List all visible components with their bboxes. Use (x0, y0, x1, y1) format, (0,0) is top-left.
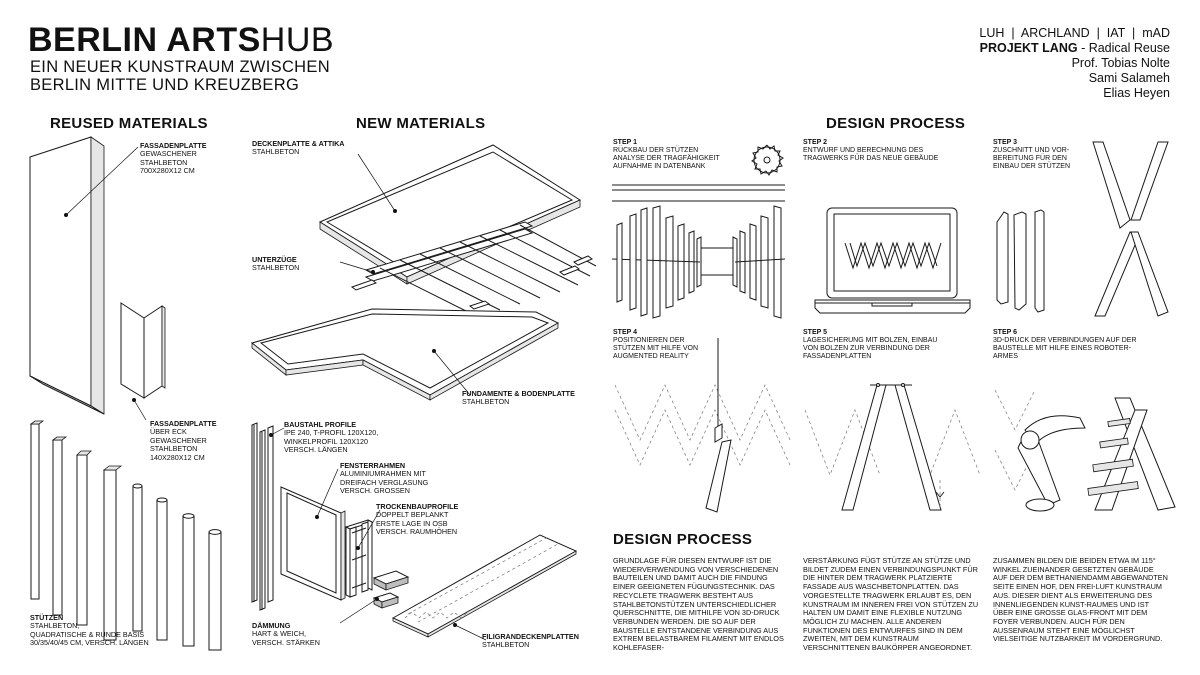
facade-panel-large (29, 136, 105, 415)
subtitle-line-1: EIN NEUER KUNSTRAUM ZWISCHEN (30, 58, 330, 76)
step-6-illustration (994, 389, 1176, 512)
steel-profiles (251, 422, 274, 611)
window-frame (280, 486, 346, 601)
leader-dot (393, 209, 397, 213)
text-heading: DESIGN PROCESS (613, 531, 753, 548)
credits: LUH | ARCHLAND | IAT | mAD PROJEKT LANG … (979, 26, 1170, 101)
title-light: HUB (260, 21, 335, 59)
facade-panel-corner (120, 302, 166, 399)
text-column-3: ZUSAMMEN BILDEN DIE BEIDEN ETWA IM 115° … (993, 556, 1168, 644)
leader-dot (356, 546, 360, 550)
filigree-slab (391, 534, 578, 638)
author-1: Sami Salameh (1088, 71, 1170, 85)
leader-dot (269, 433, 273, 437)
step-3-illustration (996, 141, 1169, 317)
drywall-profiles (344, 519, 374, 598)
subtitle-line-2: BERLIN MITTE UND KREUZBERG (30, 76, 300, 94)
new-heading: NEW MATERIALS (356, 115, 486, 132)
reused-heading: REUSED MATERIALS (50, 115, 208, 132)
insulation (372, 570, 410, 609)
title-bold: BERLIN ARTS (28, 21, 261, 59)
text-column-2: VERSTÄRKUNG FÜGT STÜTZE AN STÜTZE UND BI… (803, 556, 979, 653)
page-subtitle: EIN NEUER KUNSTRAUM ZWISCHEN BERLIN MITT… (30, 58, 330, 94)
step-2-illustration (814, 207, 971, 314)
institutions: LUH | ARCHLAND | IAT | mAD (979, 26, 1170, 40)
page-title: BERLIN ARTSHUB (28, 22, 334, 58)
leader-dot (453, 623, 457, 627)
leader-dot (64, 213, 68, 217)
process-heading: DESIGN PROCESS (826, 115, 966, 132)
reused-columns (29, 420, 222, 651)
professor: Prof. Tobias Nolte (1071, 56, 1170, 70)
leader-dot (371, 270, 375, 274)
step-4-illustration (614, 338, 791, 513)
step-5-illustration (804, 383, 981, 511)
leader-dot (132, 398, 136, 402)
leader-dot (375, 597, 379, 601)
step-1-illustration (611, 144, 786, 319)
leader-dot (315, 515, 319, 519)
text-column-1: GRUNDLAGE FÜR DIESEN ENTWURF IST DIE WIE… (613, 556, 784, 653)
project-line: PROJEKT LANG - Radical Reuse (979, 41, 1170, 56)
foundation-slab (250, 308, 560, 401)
project-subtitle: - Radical Reuse (1077, 41, 1170, 55)
author-2: Elias Heyen (1103, 86, 1170, 100)
leader-dot (432, 349, 436, 353)
project-name: PROJEKT LANG (979, 41, 1078, 55)
